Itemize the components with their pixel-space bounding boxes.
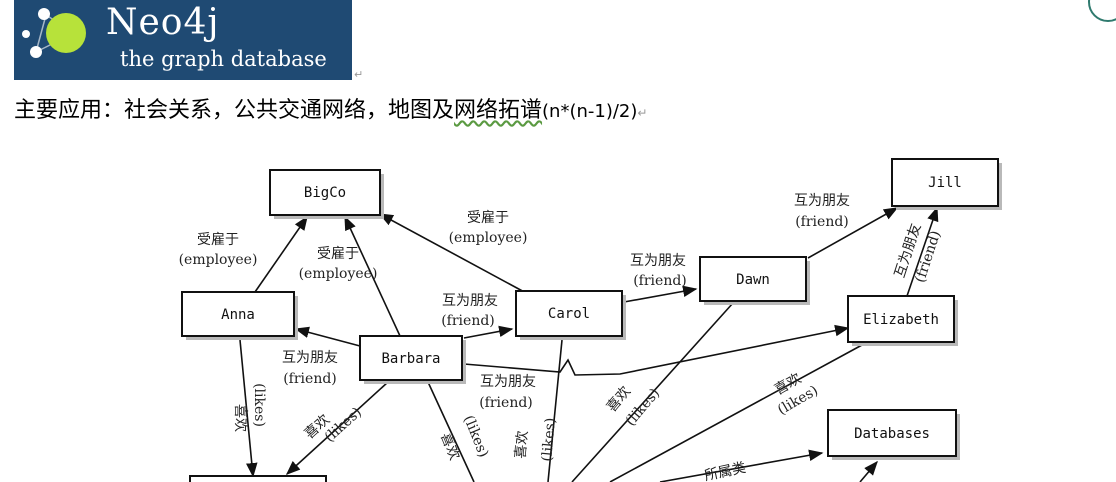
edge-carol-likes [547, 339, 563, 482]
node-label-elizabeth: Elizabeth [863, 312, 939, 328]
edge-anna-likes [239, 339, 258, 478]
edge-label-dawn-jill-en: (friend) [795, 214, 849, 230]
headline-formula: (n*(n-1)/2) [542, 101, 638, 122]
edge-label-barbara-bigco-en: (employee) [299, 266, 378, 282]
edge-dawn-likes [571, 302, 734, 482]
node-dawn[interactable]: Dawn [699, 256, 810, 305]
edge-label-barbara-likes-down-en: (likes) [460, 413, 491, 460]
edge-label-barbara-likes-down: 喜欢 [437, 431, 462, 463]
node-label-barbara: Barbara [381, 351, 440, 367]
paragraph-mark: ↵ [637, 106, 648, 120]
edge-label-barbara-anna-en: (friend) [283, 371, 337, 387]
nodes: BigCo Anna Barbara Carol Dawn Jill [181, 158, 1002, 482]
node-anna[interactable]: Anna [181, 291, 298, 340]
edge-label-anna-likes: 喜欢 [232, 404, 248, 432]
edge-barbara-likes-left [285, 381, 389, 475]
logo-title: Neo4j [106, 2, 220, 43]
node-label-jill: Jill [928, 175, 962, 191]
logo-subtitle: the graph database [120, 47, 327, 71]
node-jill[interactable]: Jill [891, 158, 1002, 210]
node-label-dawn: Dawn [736, 272, 770, 288]
edge-label-barbara-elizabeth: 互为朋友 [480, 374, 536, 390]
node-label-anna: Anna [221, 307, 255, 323]
headline-underlined: 网络拓谱 [454, 98, 543, 123]
edge-carol-bigco [378, 213, 529, 295]
edge-databases-partial [859, 460, 878, 482]
neo4j-graph-icon [22, 8, 86, 58]
edge-barbara-anna [294, 326, 361, 347]
edge-carol-dawn [623, 285, 698, 303]
edge-label-barbara-carol-en: (friend) [441, 313, 495, 329]
headline: 主要应用：社会关系，公共交通网络，地图及网络拓谱(n*(n-1)/2)↵ [14, 92, 647, 124]
edge-label-carol-likes: 喜欢 [513, 430, 531, 459]
edge-barbara-carol [463, 325, 514, 339]
node-partial-bottom-left[interactable] [189, 475, 327, 482]
node-elizabeth[interactable]: Elizabeth [847, 295, 958, 346]
edge-barbara-likes-down [427, 381, 475, 482]
edge-belongs-databases [659, 449, 824, 482]
edge-label-carol-dawn-en: (friend) [633, 273, 687, 289]
node-carol[interactable]: Carol [515, 290, 626, 340]
edge-label-anna-bigco-en: (employee) [179, 252, 258, 268]
edge-anna-bigco [254, 215, 308, 293]
paragraph-mark: ↵ [354, 68, 364, 81]
node-label-carol: Carol [548, 306, 590, 322]
edge-label-carol-likes-en: (likes) [539, 417, 559, 462]
edge-label-barbara-elizabeth-en: (friend) [479, 395, 533, 411]
node-bigco[interactable]: BigCo [269, 169, 384, 219]
edge-barbara-elizabeth [463, 324, 850, 376]
edge-elizabeth-likes [609, 344, 863, 482]
edge-label-dawn-jill: 互为朋友 [794, 193, 850, 209]
headline-text: 主要应用：社会关系，公共交通网络，地图及 [14, 98, 455, 123]
edge-dawn-jill [807, 207, 899, 259]
node-databases[interactable]: Databases [827, 409, 960, 460]
node-label-databases: Databases [854, 426, 930, 442]
edge-label-barbara-carol: 互为朋友 [442, 293, 498, 309]
edge-label-carol-bigco: 受雇于 [467, 209, 509, 226]
edges [239, 206, 939, 482]
edge-label-belongs: 所属类 [703, 460, 747, 482]
edge-label-anna-bigco: 受雇于 [197, 231, 239, 248]
edge-label-anna-likes-en: (likes) [251, 383, 267, 427]
node-barbara[interactable]: Barbara [359, 335, 466, 384]
edge-label-barbara-bigco: 受雇于 [317, 245, 359, 262]
neo4j-logo: Neo4j the graph database [14, 0, 352, 80]
edge-label-carol-dawn: 互为朋友 [630, 253, 686, 269]
edge-labels: 受雇于 (employee) 受雇于 (employee) 受雇于 (emplo… [179, 193, 944, 482]
edge-elizabeth-jill [906, 206, 939, 297]
edge-label-carol-bigco-en: (employee) [449, 230, 528, 246]
edge-barbara-bigco [344, 215, 401, 337]
node-label-bigco: BigCo [304, 185, 346, 201]
edge-label-barbara-anna: 互为朋友 [282, 350, 338, 366]
